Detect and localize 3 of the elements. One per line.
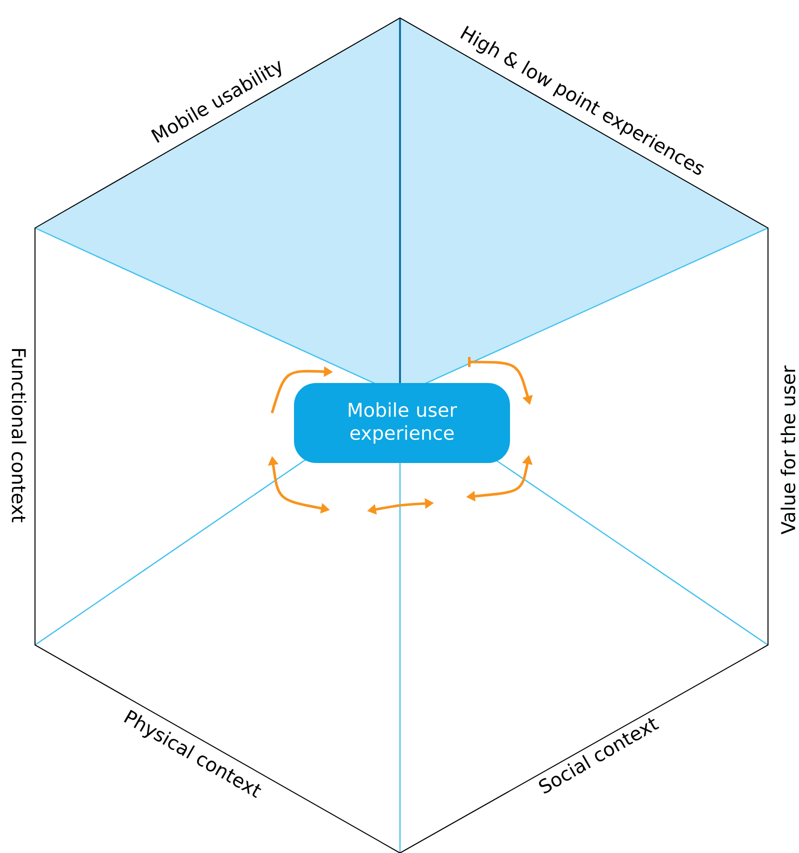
center-box: Mobile user experience: [294, 383, 510, 463]
side-label: Value for the user: [780, 366, 796, 534]
side-label: Functional context: [12, 349, 26, 522]
